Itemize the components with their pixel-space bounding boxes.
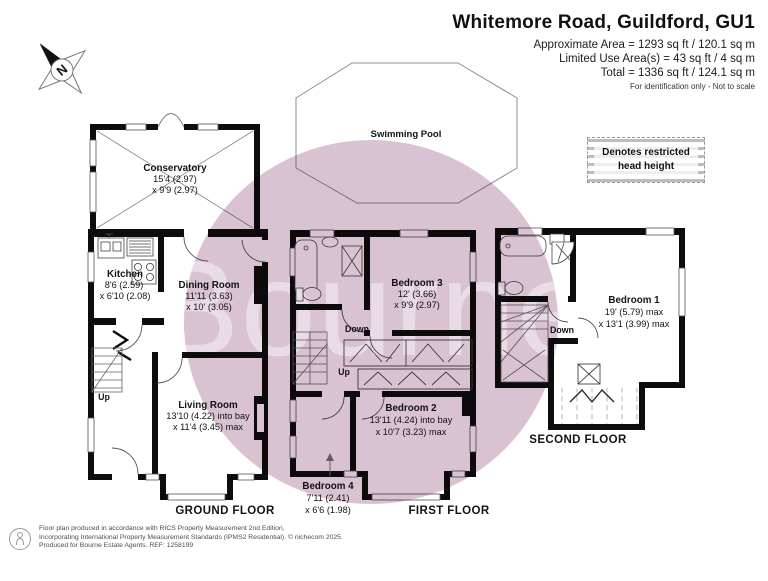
living-room-dim2: x 11'4 (3.45) max (173, 422, 243, 432)
ground-up-label: Up (98, 392, 110, 402)
second-floor-plan: Bedroom 1 19' (5.79) max x 13'1 (3.99) m… (495, 227, 686, 446)
legend-line-1: Denotes restricted (594, 146, 698, 160)
footer: Floor plan produced in accordance with R… (8, 525, 343, 551)
footer-line-2: Incorporating International Property Mea… (39, 533, 343, 541)
second-down-label: Down (550, 325, 574, 335)
kitchen-label: Kitchen (107, 269, 143, 280)
bedroom2-dim1: 13'11 (4.24) into bay (370, 415, 453, 425)
skylight (577, 363, 601, 385)
dining-room-label: Dining Room (179, 280, 240, 291)
bedroom1-dim2: x 13'1 (3.99) max (599, 319, 670, 329)
first-floor-plan: Bedroom 3 12' (3.66) x 9'9 (2.97) Bedroo… (289, 229, 489, 517)
living-room-dim1: 13'10 (4.22) into bay (166, 411, 250, 421)
identification-disclaimer: For identification only - Not to scale (630, 82, 755, 91)
kitchen-dim2: x 6'10 (2.08) (100, 291, 151, 301)
bedroom4-dim2: x 6'6 (1.98) (305, 505, 351, 515)
header: Whitemore Road, Guildford, GU1 Approxima… (452, 12, 755, 91)
ground-stairs (91, 347, 123, 393)
first-floor-title: FIRST FLOOR (408, 505, 489, 517)
ground-floor-plan: Conservatory 15'4 (2.97) x 9'9 (2.97) Ki… (87, 113, 275, 517)
restricted-head-height-area (552, 388, 641, 426)
property-title: Whitemore Road, Guildford, GU1 (452, 12, 755, 33)
total-area: Total = 1336 sq ft / 124.1 sq m (600, 67, 755, 79)
first-down-label: Down (345, 324, 369, 334)
footer-line-1: Floor plan produced in accordance with R… (39, 525, 285, 532)
legend-line-2: head height (594, 160, 698, 174)
bedroom1-label: Bedroom 1 (608, 295, 660, 306)
conservatory-label: Conservatory (143, 163, 207, 174)
bedroom1-dim1: 19' (5.79) max (605, 307, 664, 317)
bedroom4-dim1: 7'11 (2.41) (307, 493, 350, 503)
bedroom3-dim1: 12' (3.66) (398, 289, 437, 299)
bedroom2-dim2: x 10'7 (3.23) max (376, 427, 447, 437)
kitchen-fixtures (97, 233, 157, 285)
approximate-area: Approximate Area = 1293 sq ft / 120.1 sq… (533, 39, 755, 51)
person-badge-icon (9, 528, 31, 550)
second-floor-title: SECOND FLOOR (529, 434, 627, 446)
swimming-pool-label: Swimming Pool (371, 129, 442, 140)
living-room-label: Living Room (178, 400, 238, 411)
bedroom3-label: Bedroom 3 (391, 278, 443, 289)
bedroom2-label: Bedroom 2 (385, 403, 437, 414)
restricted-head-height-legend: Denotes restricted head height (587, 137, 705, 183)
dining-room-dim1: 11'11 (3.63) (185, 291, 232, 301)
compass-icon: N (37, 43, 87, 95)
limited-use-area: Limited Use Area(s) = 43 sq ft / 4 sq m (559, 53, 755, 65)
footer-line-3: Produced for Bourne Estate Agents. REF: … (39, 542, 194, 550)
bedroom4-label: Bedroom 4 (302, 481, 354, 492)
first-up-label: Up (338, 367, 350, 377)
restricted-chevron-line (569, 389, 615, 404)
conservatory-dim2: x 9'9 (2.97) (152, 185, 198, 195)
ground-floor-title: GROUND FLOOR (175, 505, 275, 517)
conservatory-dim1: 15'4 (2.97) (153, 174, 197, 184)
dining-room-dim2: x 10' (3.05) (186, 302, 232, 312)
bedroom3-dim2: x 9'9 (2.97) (394, 300, 440, 310)
kitchen-dim1: 8'6 (2.59) (105, 280, 144, 290)
